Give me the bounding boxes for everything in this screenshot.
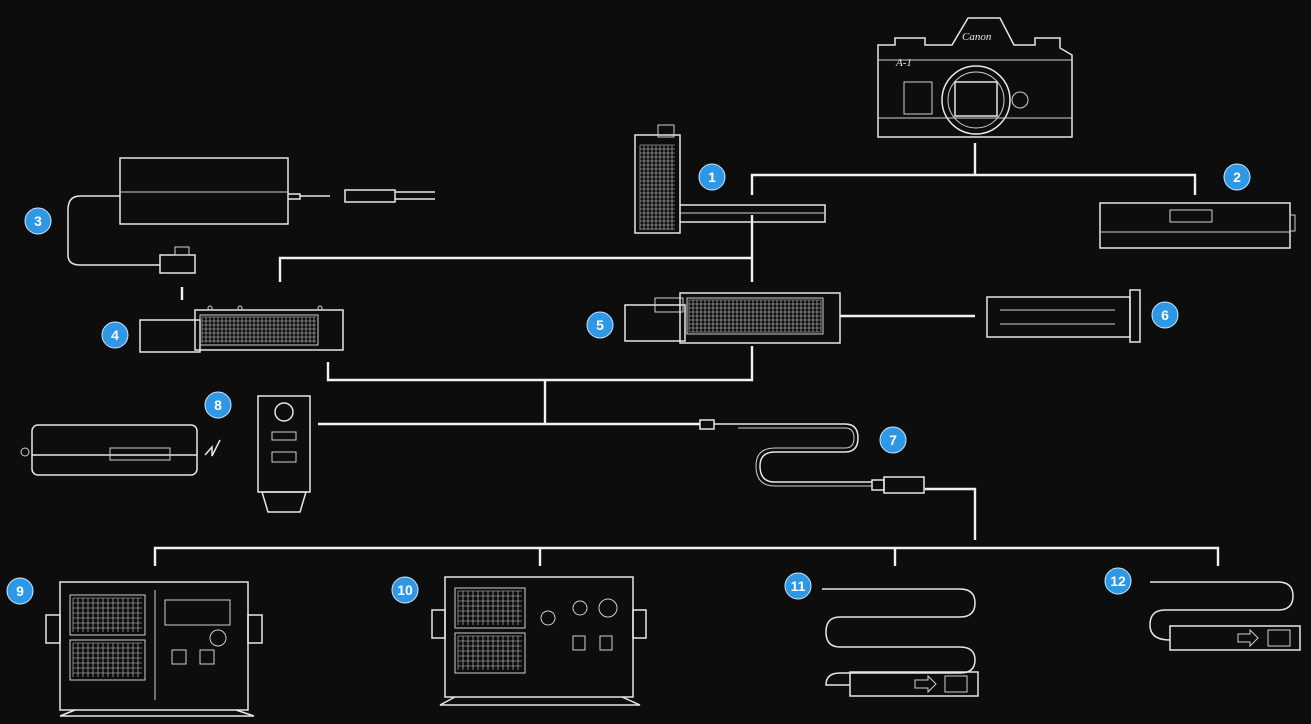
callout-badge-9: 9 [7, 578, 33, 604]
svg-text:4: 4 [111, 327, 119, 343]
svg-text:9: 9 [16, 583, 24, 599]
motor-drive-unit-5 [625, 293, 840, 343]
callout-badge-11: 11 [785, 573, 811, 599]
wireless-controller [21, 396, 310, 512]
camera-model-text: A-1 [895, 57, 912, 69]
ac-adapter [68, 158, 435, 273]
svg-text:1: 1 [708, 169, 716, 185]
callout-badge-5: 5 [587, 312, 613, 338]
svg-text:3: 3 [34, 213, 42, 229]
svg-text:11: 11 [791, 578, 806, 594]
svg-text:12: 12 [1110, 573, 1126, 589]
connector-lines [155, 143, 1218, 566]
svg-text:7: 7 [889, 432, 897, 448]
svg-text:10: 10 [397, 582, 413, 598]
callout-badge-8: 8 [205, 392, 231, 418]
callout-badge-3: 3 [25, 208, 51, 234]
callout-badge-1: 1 [699, 164, 725, 190]
camera-brand-text: Canon [962, 31, 992, 43]
svg-text:5: 5 [596, 317, 604, 333]
remote-switch-long [822, 589, 978, 696]
callout-badge-4: 4 [102, 322, 128, 348]
camera-body: Canon A-1 [878, 18, 1072, 137]
interval-timer-unit [46, 582, 262, 716]
callout-badge-7: 7 [880, 427, 906, 453]
callout-badge-6: 6 [1152, 302, 1178, 328]
battery-pack [1100, 203, 1295, 248]
battery-magazine [987, 290, 1140, 342]
motor-drive-unit-4 [140, 306, 343, 352]
callout-badge-2: 2 [1224, 164, 1250, 190]
svg-text:8: 8 [214, 397, 222, 413]
data-memory-unit [432, 577, 646, 705]
svg-text:6: 6 [1161, 307, 1169, 323]
power-winder [635, 125, 825, 233]
callout-badge-10: 10 [392, 577, 418, 603]
remote-switch-short [1150, 582, 1300, 650]
callout-badges: 1 2 3 4 5 6 7 8 9 10 11 12 [7, 164, 1250, 604]
svg-text:2: 2 [1233, 169, 1241, 185]
callout-badge-12: 12 [1105, 568, 1131, 594]
